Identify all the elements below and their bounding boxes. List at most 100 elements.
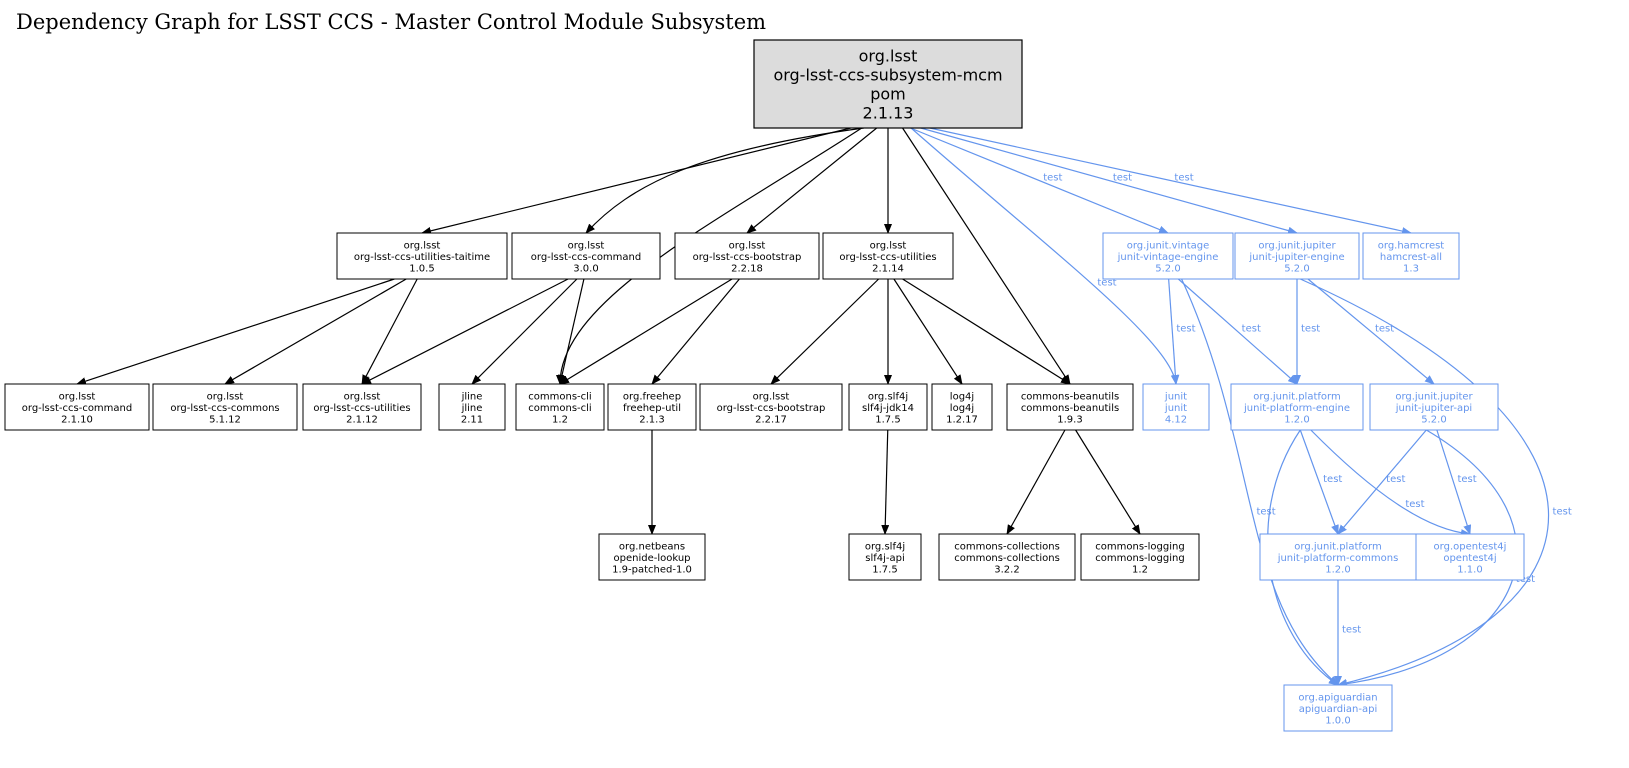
edge-root-to-bootstrap2218: [746, 127, 878, 234]
node-label-line: junit-vintage-engine: [1117, 252, 1219, 263]
node-label-line: commons-logging: [1095, 542, 1184, 553]
node-label-line: 5.1.12: [209, 415, 241, 426]
node-label-line: openide-lookup: [613, 553, 690, 564]
node-label-line: 2.1.3: [639, 415, 664, 426]
edge-root-to-command300: [585, 127, 864, 234]
node-label-line: org.apiguardian: [1298, 693, 1377, 704]
node-label-line: org.lsst: [404, 241, 441, 252]
node-label-line: 2.1.12: [346, 415, 378, 426]
node-label-line: 1.9.3: [1057, 415, 1082, 426]
node-label-line: commons-collections: [954, 553, 1060, 564]
node-box: [1362, 232, 1460, 280]
node-box: [438, 383, 506, 431]
edge-label-test: test: [1174, 173, 1193, 184]
node-label-line: org.junit.platform: [1253, 392, 1340, 403]
node-label-line: org-lsst-ccs-bootstrap: [717, 403, 826, 414]
node-jupiterEngine[interactable]: org.junit.jupiterjunit-jupiter-engine5.2…: [1234, 232, 1360, 280]
node-label-line: org.slf4j: [868, 392, 908, 403]
node-label-line: org-lsst-ccs-subsystem-mcm: [773, 66, 1002, 85]
edge-label-test: test: [1256, 506, 1275, 517]
node-label-line: jline: [461, 392, 483, 403]
node-label-line: org.opentest4j: [1434, 542, 1507, 553]
node-label-line: org.lsst: [859, 47, 918, 66]
node-label-line: org.freehep: [623, 392, 681, 403]
node-platformCommons[interactable]: org.junit.platformjunit-platform-commons…: [1259, 533, 1417, 581]
node-label-line: 3.2.2: [994, 565, 1019, 576]
edge-command300-to-utilities2112: [361, 278, 569, 385]
node-label-line: 1.1.0: [1457, 565, 1482, 576]
node-box: [822, 232, 954, 280]
edge-label-test: test: [1516, 574, 1535, 585]
node-label-line: log4j: [950, 392, 974, 403]
edge-vintage-to-apiguardian: [1181, 278, 1339, 686]
edge-utilities2114-to-log4j: [893, 278, 963, 385]
node-netbeans[interactable]: org.netbeansopenide-lookup1.9-patched-1.…: [598, 533, 706, 581]
node-label-line: 2.11: [461, 415, 483, 426]
node-collections[interactable]: commons-collectionscommons-collections3.…: [938, 533, 1076, 581]
node-label-line: 1.2.0: [1284, 415, 1309, 426]
edge-taitime-to-command2110: [76, 278, 395, 385]
node-label-line: opentest4j: [1443, 553, 1496, 564]
node-box: [607, 383, 697, 431]
node-root[interactable]: org.lsstorg-lsst-ccs-subsystem-mcmpom2.1…: [753, 39, 1023, 129]
node-vintage[interactable]: org.junit.vintagejunit-vintage-engine5.2…: [1102, 232, 1234, 280]
edge-label-test: test: [1386, 474, 1405, 485]
node-box: [1006, 383, 1134, 431]
edge-label-test: test: [1375, 324, 1394, 335]
node-box: [1283, 684, 1393, 732]
node-label-line: junit-platform-commons: [1277, 553, 1399, 564]
node-box: [1080, 533, 1200, 581]
edge-vintage-to-junit: [1168, 278, 1180, 385]
node-label-line: 2.2.17: [755, 415, 787, 426]
edge-taitime-to-utilities2112: [361, 278, 418, 385]
node-label-line: commons-collections: [954, 542, 1060, 553]
node-label-line: commons-beanutils: [1021, 392, 1119, 403]
node-label-line: org.netbeans: [619, 542, 685, 553]
node-label-line: org.junit.jupiter: [1258, 241, 1336, 252]
node-label-line: org.junit.platform: [1294, 542, 1381, 553]
edge-label-test: test: [1553, 506, 1572, 517]
node-label-line: apiguardian-api: [1299, 704, 1377, 715]
node-label-line: junit-platform-engine: [1243, 403, 1350, 414]
node-label-line: 4.12: [1165, 415, 1187, 426]
node-label-line: org.lsst: [729, 241, 766, 252]
node-label-line: 1.0.0: [1325, 716, 1350, 727]
node-label-line: 2.1.10: [61, 415, 93, 426]
node-label-line: org-lsst-ccs-command: [22, 403, 132, 414]
node-label-line: 2.1.13: [863, 104, 914, 123]
node-label-line: commons-cli: [528, 392, 591, 403]
node-label-line: org-lsst-ccs-commons: [170, 403, 279, 414]
edge-label-test: test: [1176, 324, 1195, 335]
node-taitime[interactable]: org.lsstorg-lsst-ccs-utilities-taitime1.…: [336, 232, 508, 280]
node-box: [848, 533, 922, 581]
node-label-line: org.junit.vintage: [1127, 241, 1210, 252]
edge-jupiterEngine-to-apiguardian: [1300, 278, 1550, 687]
node-platformEngine[interactable]: org.junit.platformjunit-platform-engine1…: [1230, 383, 1364, 431]
node-label-line: jline: [461, 403, 483, 414]
node-box: [336, 232, 508, 280]
node-label-line: org.lsst: [207, 392, 244, 403]
node-label-line: 1.2: [1132, 565, 1148, 576]
node-label-line: 1.9-patched-1.0: [612, 565, 692, 576]
node-box: [674, 232, 820, 280]
